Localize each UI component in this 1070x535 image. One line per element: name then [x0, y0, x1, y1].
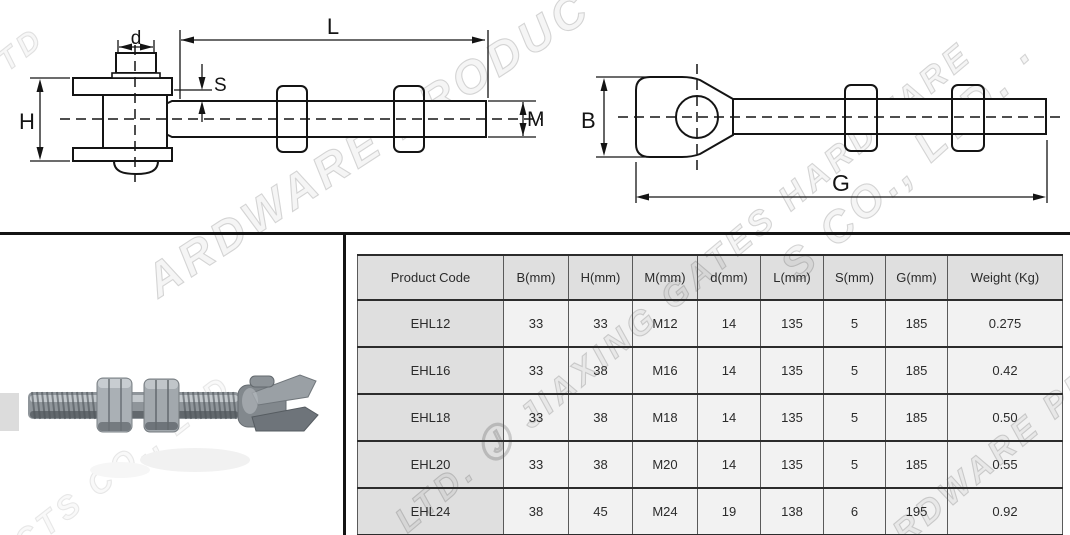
- table-row: EHL16 33 38 M16 14 135 5 185 0.42: [357, 346, 1063, 395]
- table-cell: 33: [503, 440, 569, 489]
- table-cell: 135: [760, 346, 824, 395]
- table-cell: 0.42: [947, 346, 1063, 395]
- photo-hex-nut: [96, 377, 133, 433]
- table-row: EHL20 33 38 M20 14 135 5 185 0.55: [357, 440, 1063, 489]
- table-cell: 135: [760, 440, 824, 489]
- header-cell: d(mm): [697, 254, 761, 301]
- arrowheads: [600, 78, 1046, 201]
- table-cell: M24: [632, 487, 698, 535]
- header-cell: H(mm): [568, 254, 633, 301]
- photo-hex-nut: [143, 378, 180, 433]
- table-cell: 0.92: [947, 487, 1063, 535]
- header-cell: L(mm): [760, 254, 824, 301]
- vertical-divider: [343, 232, 346, 535]
- table-cell: EHL18: [357, 393, 504, 442]
- table-cell: M12: [632, 299, 698, 348]
- table-cell: 38: [568, 440, 633, 489]
- table-cell: EHL20: [357, 440, 504, 489]
- table-cell: 33: [503, 299, 569, 348]
- table-cell: 5: [823, 440, 886, 489]
- header-row: Product Code B(mm) H(mm) M(mm) d(mm) L(m…: [357, 254, 1063, 301]
- table-cell: M20: [632, 440, 698, 489]
- table-cell: 135: [760, 299, 824, 348]
- dimension-label-M: M: [527, 108, 545, 131]
- pin-head: [115, 52, 157, 74]
- header-cell: Weight (Kg): [947, 254, 1063, 301]
- dimension-label-G: G: [832, 170, 850, 196]
- table-cell: 14: [697, 393, 761, 442]
- photo-edge-patch: [0, 393, 19, 431]
- table-cell: 38: [568, 393, 633, 442]
- table-cell: 33: [503, 346, 569, 395]
- table-cell: 5: [823, 299, 886, 348]
- table-cell: 185: [885, 393, 948, 442]
- table-cell: 38: [503, 487, 569, 535]
- arrowheads: [36, 36, 527, 160]
- header-cell: M(mm): [632, 254, 698, 301]
- photo-pin: [249, 375, 275, 388]
- table-row: EHL24 38 45 M24 19 138 6 195 0.92: [357, 487, 1063, 535]
- table-cell: 38: [568, 346, 633, 395]
- table-row: EHL18 33 38 M18 14 135 5 185 0.50: [357, 393, 1063, 442]
- header-cell: S(mm): [823, 254, 886, 301]
- clevis-body: [102, 94, 168, 149]
- dimension-label-H: H: [19, 109, 35, 134]
- hex-nut: [393, 85, 425, 153]
- spec-table-container: Product Code B(mm) H(mm) M(mm) d(mm) L(m…: [357, 254, 1063, 535]
- spec-table: Product Code B(mm) H(mm) M(mm) d(mm) L(m…: [357, 254, 1063, 535]
- table-cell: 33: [568, 299, 633, 348]
- table-cell: EHL24: [357, 487, 504, 535]
- clevis-bottom-flange: [72, 147, 173, 162]
- clevis-top-flange: [72, 77, 173, 96]
- dimension-label-B: B: [581, 108, 596, 133]
- table-cell: 0.55: [947, 440, 1063, 489]
- table-cell: M18: [632, 393, 698, 442]
- table-cell: 0.50: [947, 393, 1063, 442]
- right-drawing-eye-view: [596, 64, 1062, 203]
- table-cell: 33: [503, 393, 569, 442]
- product-photo: [0, 374, 319, 478]
- table-cell: 14: [697, 299, 761, 348]
- table-cell: EHL12: [357, 299, 504, 348]
- hex-nut: [844, 84, 878, 152]
- left-drawing-clevis-view: [30, 30, 542, 182]
- dimension-lines: [596, 76, 1048, 203]
- table-cell: 185: [885, 440, 948, 489]
- photo-clevis: [237, 374, 319, 432]
- table-cell: 195: [885, 487, 948, 535]
- pin-collar: [111, 72, 161, 79]
- dimension-label-L: L: [327, 14, 339, 39]
- table-cell: 19: [697, 487, 761, 535]
- table-cell: 185: [885, 346, 948, 395]
- table-cell: 14: [697, 440, 761, 489]
- table-cell: 135: [760, 393, 824, 442]
- photo-shadow: [90, 462, 150, 478]
- dimension-label-d: d: [131, 28, 142, 49]
- technical-drawings: H d L S M: [19, 14, 1062, 203]
- table-cell: 5: [823, 393, 886, 442]
- table-cell: 0.275: [947, 299, 1063, 348]
- header-cell: G(mm): [885, 254, 948, 301]
- header-cell: B(mm): [503, 254, 569, 301]
- horizontal-divider: [0, 232, 1070, 235]
- dimension-label-S: S: [214, 75, 227, 96]
- table-cell: 5: [823, 346, 886, 395]
- photo-threaded-rod: [28, 391, 240, 420]
- table-cell: 14: [697, 346, 761, 395]
- table-cell: M16: [632, 346, 698, 395]
- table-cell: 138: [760, 487, 824, 535]
- table-row: EHL12 33 33 M12 14 135 5 185 0.275: [357, 299, 1063, 348]
- pin-bottom-dome: [112, 160, 160, 176]
- photo-shadow: [140, 448, 250, 472]
- hex-nut: [951, 84, 985, 152]
- table-cell: 185: [885, 299, 948, 348]
- table-cell: 6: [823, 487, 886, 535]
- table-cell: 45: [568, 487, 633, 535]
- header-cell: Product Code: [357, 254, 504, 301]
- table-cell: EHL16: [357, 346, 504, 395]
